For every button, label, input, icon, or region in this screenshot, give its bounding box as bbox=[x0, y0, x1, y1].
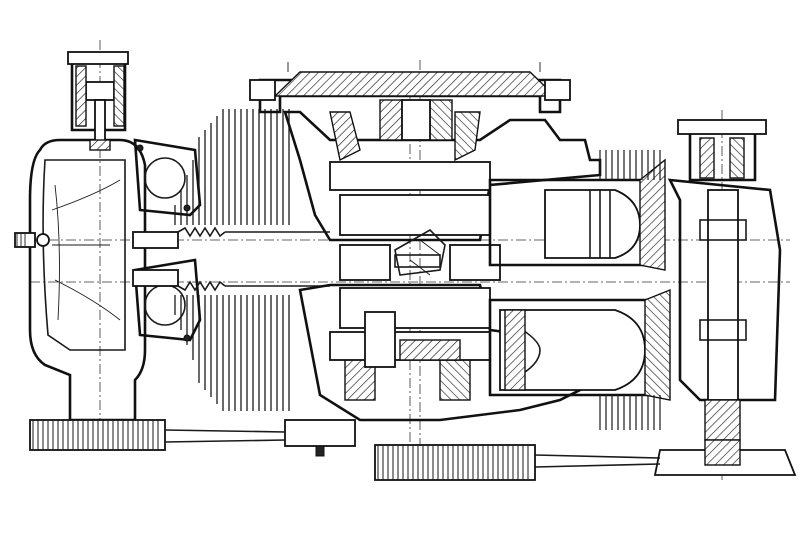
left-end-cover bbox=[14, 138, 147, 422]
intake-port-upper bbox=[133, 138, 202, 217]
bellows-connector bbox=[132, 226, 330, 292]
left-bottom-gear bbox=[29, 419, 166, 451]
right-cylinder-lower bbox=[488, 288, 671, 401]
cylinder-fins-right bbox=[599, 150, 661, 430]
right-cylinder-upper bbox=[488, 158, 666, 271]
crankshaft bbox=[329, 99, 501, 368]
right-end-housing bbox=[667, 119, 782, 441]
crankcase-top-flange bbox=[249, 62, 571, 114]
left-top-housing bbox=[67, 51, 129, 151]
bottom-shaft bbox=[164, 429, 661, 468]
cylinder-fins-upper bbox=[174, 109, 290, 225]
right-bottom-gear bbox=[653, 439, 797, 476]
center-bottom-gear bbox=[284, 419, 536, 481]
cylinder-fins-lower bbox=[174, 295, 290, 411]
